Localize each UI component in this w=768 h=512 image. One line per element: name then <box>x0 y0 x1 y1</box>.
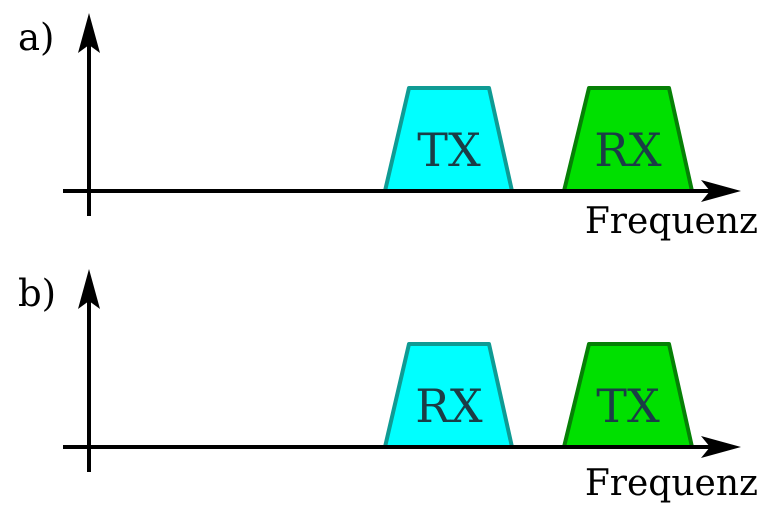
panel-b-label: b) <box>18 272 56 315</box>
x-axis-label: Frequenz <box>585 201 758 242</box>
cyan-band-label: RX <box>415 379 483 433</box>
x-axis-label: Frequenz <box>585 463 758 504</box>
panel-a-bands: TX RX <box>383 86 694 193</box>
y-axis-arrowhead-icon <box>78 269 100 309</box>
y-axis-arrowhead-icon <box>78 13 100 53</box>
panel-a: a) TX RX Frequenz <box>18 13 758 242</box>
panel-a-axes <box>63 13 741 216</box>
panel-a-label: a) <box>18 16 55 59</box>
panel-b-axes <box>63 269 741 472</box>
x-axis-arrowhead-icon <box>701 180 741 202</box>
green-band-label: RX <box>594 123 662 177</box>
green-band-label: TX <box>596 379 660 433</box>
panel-b-bands: RX TX <box>383 342 694 449</box>
x-axis-arrowhead-icon <box>701 436 741 458</box>
cyan-band-label: TX <box>417 123 481 177</box>
panel-b: b) RX TX Frequenz <box>18 269 758 504</box>
